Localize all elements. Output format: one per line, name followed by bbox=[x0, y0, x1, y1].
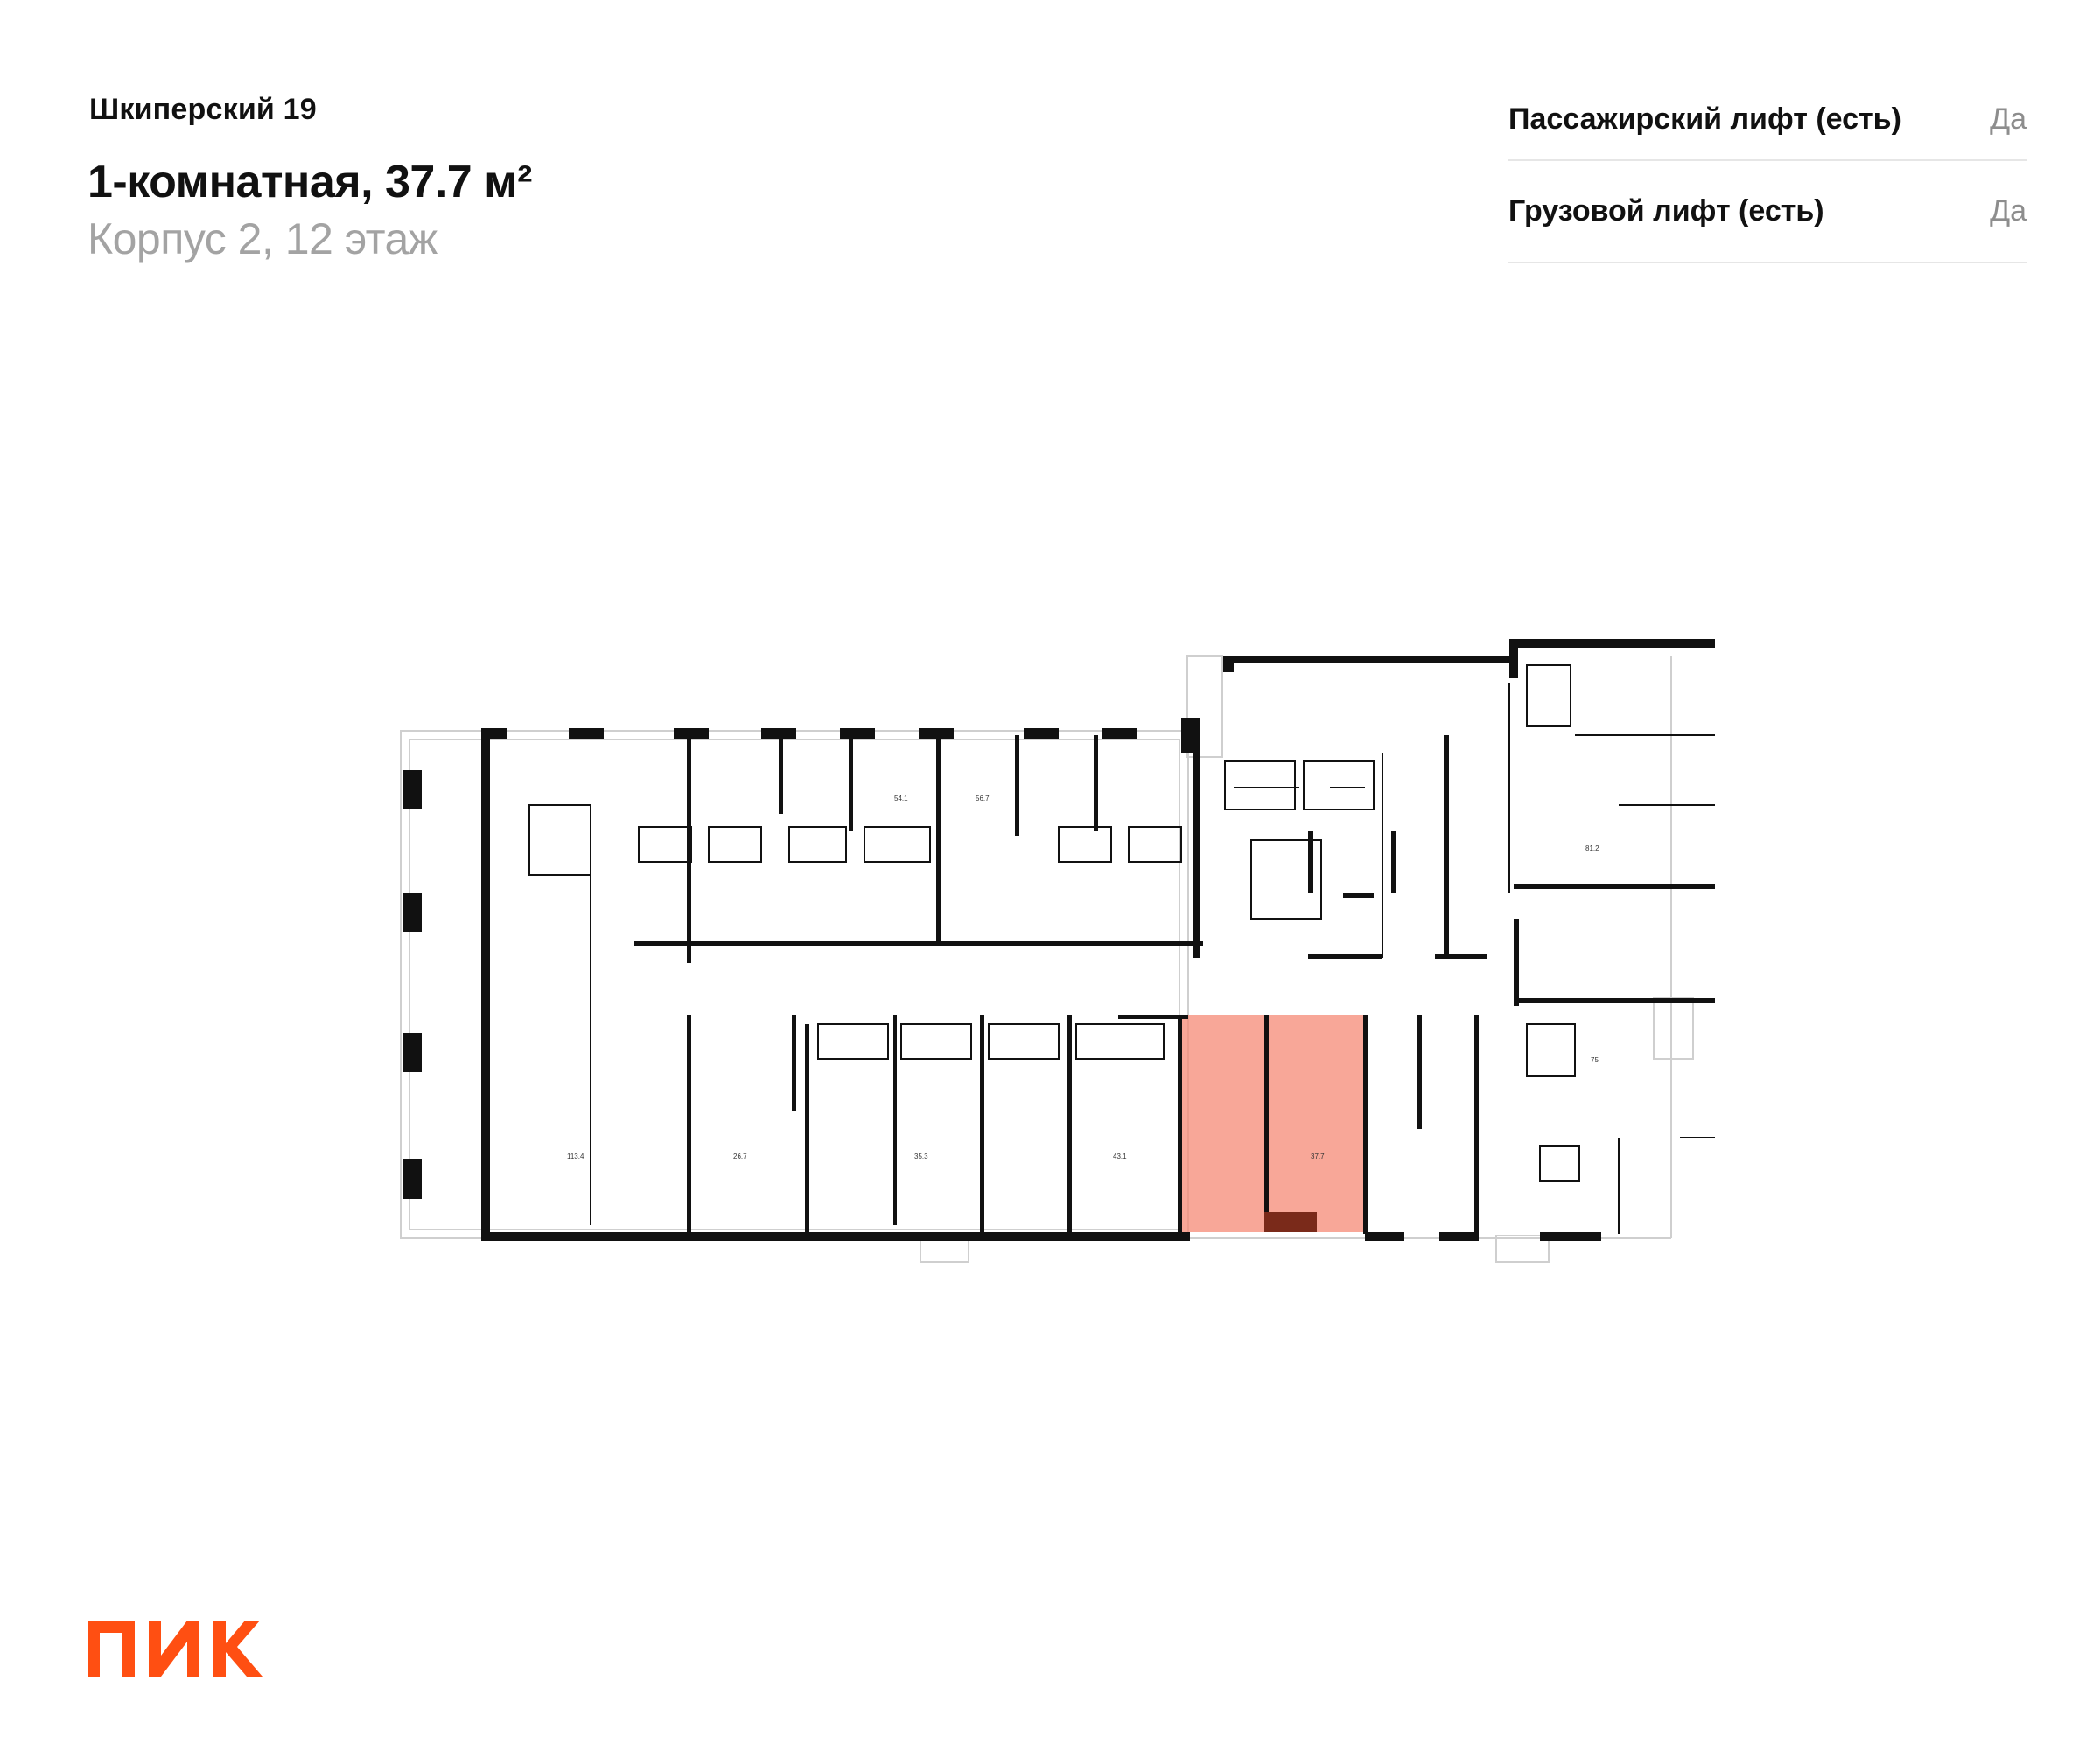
feature-passenger-lift: Пассажирский лифт (есть) Да bbox=[1508, 79, 2026, 161]
balcony-outlines bbox=[400, 655, 1694, 1263]
area-label: 113.4 bbox=[567, 1152, 584, 1160]
feature-value: Да bbox=[1990, 194, 2026, 228]
apartment-title: 1-комнатная, 37.7 м² bbox=[88, 157, 532, 207]
area-label: 54.1 bbox=[894, 794, 908, 802]
project-name: Шкиперский 19 bbox=[89, 93, 317, 126]
partition-lines bbox=[528, 664, 1715, 1234]
feature-label: Грузовой лифт (есть) bbox=[1508, 194, 1824, 228]
area-label: 43.1 bbox=[1113, 1152, 1127, 1160]
floor-plan: 54.1 56.7 81.2 113.4 26.7 35.3 43.1 37.7… bbox=[400, 639, 1715, 1263]
building-floor: Корпус 2, 12 этаж bbox=[88, 214, 438, 263]
highlighted-unit[interactable] bbox=[1178, 1015, 1366, 1232]
pik-logo bbox=[88, 1620, 262, 1676]
area-label: 35.3 bbox=[914, 1152, 928, 1160]
feature-value: Да bbox=[1990, 102, 2026, 136]
feature-label: Пассажирский лифт (есть) bbox=[1508, 102, 1901, 136]
area-label: 37.7 bbox=[1311, 1152, 1325, 1160]
area-label: 56.7 bbox=[976, 794, 990, 802]
interior-walls bbox=[634, 735, 1715, 1234]
area-label: 26.7 bbox=[733, 1152, 747, 1160]
area-label: 81.2 bbox=[1586, 844, 1600, 852]
feature-freight-lift: Грузовой лифт (есть) Да bbox=[1508, 161, 2026, 263]
features-list: Пассажирский лифт (есть) Да Грузовой лиф… bbox=[1508, 79, 2026, 263]
area-labels: 54.1 56.7 81.2 113.4 26.7 35.3 43.1 37.7… bbox=[567, 794, 1600, 1160]
area-label: 75 bbox=[1591, 1056, 1599, 1064]
